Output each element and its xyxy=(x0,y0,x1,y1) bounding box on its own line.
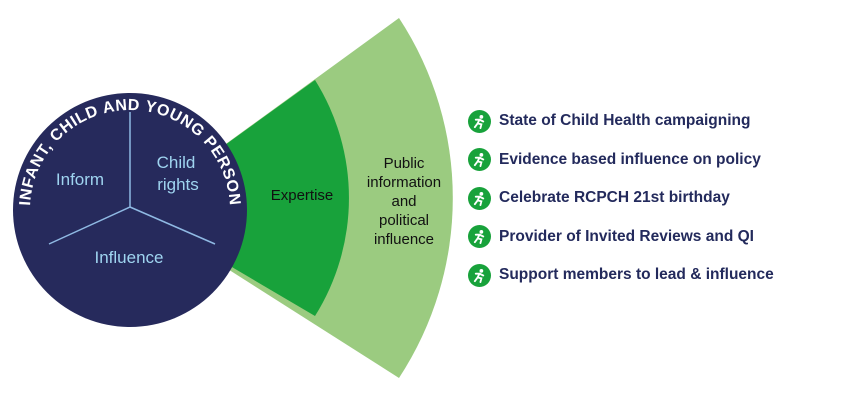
central-circle xyxy=(13,93,247,327)
runner-icon xyxy=(468,225,491,248)
section-label-inform: Inform xyxy=(56,170,104,189)
divider-line xyxy=(48,206,131,245)
activity-list: State of Child Health campaigning Eviden… xyxy=(468,108,774,301)
list-item: Evidence based influence on policy xyxy=(468,147,774,173)
section-label-child-rights-line2: rights xyxy=(157,175,199,194)
outer-ring-label-line: influence xyxy=(374,231,434,248)
outer-ring-label-line: Public xyxy=(384,155,425,172)
section-label-influence: Influence xyxy=(95,248,164,267)
list-item: Celebrate RCPCH 21st birthday xyxy=(468,185,774,211)
inner-ring-label: Expertise xyxy=(271,187,334,204)
runner-icon xyxy=(468,263,491,287)
list-item: Support members to lead & influence xyxy=(468,262,774,288)
activity-text: State of Child Health campaigning xyxy=(499,112,751,129)
activity-text: Support members to lead & influence xyxy=(499,266,774,283)
activity-text: Provider of Invited Reviews and QI xyxy=(499,227,754,245)
outer-ring-label-line: political xyxy=(379,212,429,229)
list-item: State of Child Health campaigning xyxy=(468,108,774,134)
runner-icon xyxy=(468,186,491,210)
activity-text: Evidence based influence on policy xyxy=(499,150,761,168)
outer-ring-label-line: information xyxy=(367,174,441,191)
list-item: Provider of Invited Reviews and QI xyxy=(468,224,774,250)
runner-icon xyxy=(468,109,491,133)
section-label-child-rights-line1: Child xyxy=(157,153,196,172)
activity-text: Celebrate RCPCH 21st birthday xyxy=(499,189,730,206)
runner-icon xyxy=(468,148,491,171)
outer-ring-label: Public information and political influen… xyxy=(367,155,441,248)
divider-line xyxy=(129,206,216,245)
outer-ring-label-line: and xyxy=(391,193,416,210)
